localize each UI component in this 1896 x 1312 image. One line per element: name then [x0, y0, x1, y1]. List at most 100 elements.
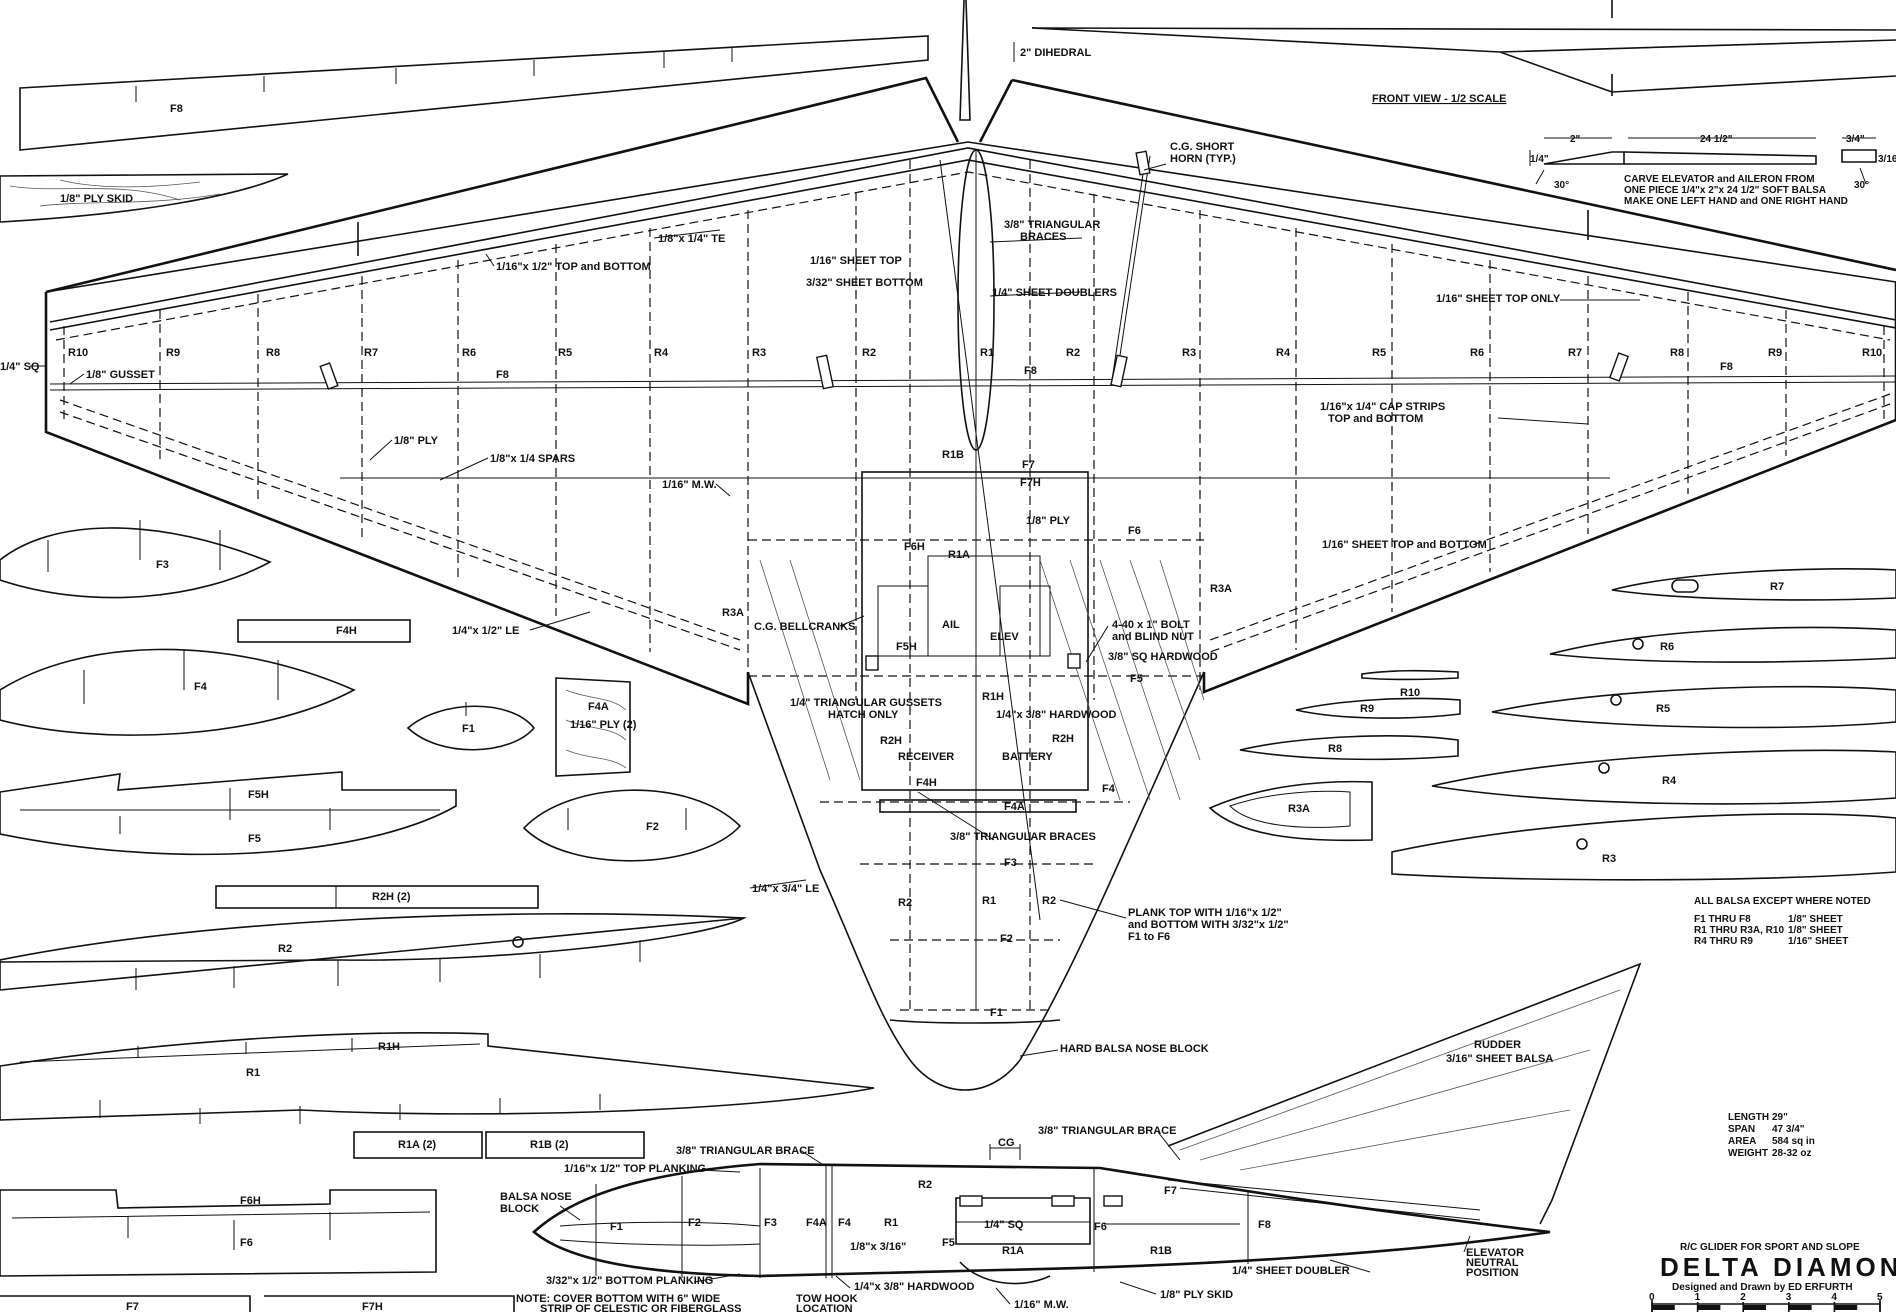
dim-34: 3/4": [1846, 134, 1865, 145]
label-r1: R1: [982, 895, 996, 907]
specs: LENGTH 29" SPAN 47 3/4" AREA 584 sq in W…: [1728, 1112, 1815, 1159]
side-f4: F4: [838, 1217, 852, 1229]
side-note-1: NOTE: COVER BOTTOM WITH 6" WIDE: [516, 1293, 720, 1305]
part-f7: F7: [126, 1301, 139, 1312]
rib-label-r1: R1: [980, 347, 994, 359]
side-r2: R2: [918, 1179, 932, 1191]
cg-bellcranks-label: C.G. BELLCRANKS: [754, 621, 855, 633]
side-top-planking: 1/16"x 1/2" TOP PLANKING: [564, 1163, 706, 1175]
scale-tick-label: 3: [1786, 1292, 1792, 1303]
part-r8: R8: [1328, 743, 1342, 755]
side-f4a: F4A: [806, 1217, 827, 1229]
part-r1b2: R1B (2): [530, 1139, 569, 1151]
side-f7: F7: [1164, 1185, 1177, 1197]
label-r1h: R1H: [982, 691, 1004, 703]
side-elev-neutral-2: NEUTRAL: [1466, 1257, 1519, 1269]
label-r2-right: R2: [1042, 895, 1056, 907]
rudder-label-1: RUDDER: [1474, 1039, 1521, 1051]
side-tow-hook-1: TOW HOOK: [796, 1293, 858, 1305]
gusset-label: 1/8" GUSSET: [86, 369, 155, 381]
scale-tick-label: 4: [1831, 1292, 1837, 1303]
hardwood-label: 1/4"x 3/8" HARDWOOD: [996, 709, 1117, 721]
spec-value-0: 29": [1772, 1112, 1788, 1123]
cap-strips-2: TOP and BOTTOM: [1328, 413, 1423, 425]
dim-2: 2": [1570, 134, 1581, 145]
title-designer: Designed and Drawn by ED ERFURTH: [1672, 1282, 1853, 1293]
rib-label-r3: R3: [752, 347, 766, 359]
scale-bar-segment: [1788, 1305, 1812, 1310]
part-r9: R9: [1360, 703, 1374, 715]
label-f8-center: F8: [1024, 365, 1037, 377]
scale-bar-segment: [1652, 1305, 1675, 1310]
part-r4: R4: [1662, 775, 1677, 787]
material-parts-2: R4 THRU R9: [1694, 936, 1753, 947]
part-r5: R5: [1656, 703, 1670, 715]
part-r6: R6: [1660, 641, 1674, 653]
angle-right: 30°: [1854, 180, 1869, 191]
label-r1a: R1A: [948, 549, 970, 561]
side-hardwood: 1/4"x 3/8" HARDWOOD: [854, 1281, 975, 1293]
side-r1: R1: [884, 1217, 898, 1229]
part-r1a2: R1A (2): [398, 1139, 436, 1151]
label-elev: ELEV: [990, 631, 1019, 643]
rib-label-r10-right: R10: [1862, 347, 1882, 359]
scale-bar-segment: [1743, 1305, 1766, 1310]
side-f2: F2: [688, 1217, 701, 1229]
tri-braces-1: 3/8" TRIANGULAR: [1004, 219, 1100, 231]
spec-value-3: 28-32 oz: [1772, 1148, 1811, 1159]
rib-label-r4-right: R4: [1276, 347, 1291, 359]
cg-horn-1: C.G. SHORT: [1170, 141, 1234, 153]
label-f5: F5: [1130, 673, 1143, 685]
tri-gussets-2: HATCH ONLY: [828, 709, 899, 721]
label-f7: F7: [1022, 459, 1035, 471]
side-cg: CG: [998, 1137, 1015, 1149]
rib-label-r8-right: R8: [1670, 347, 1684, 359]
side-f6: F6: [1094, 1221, 1107, 1233]
angle-left: 30°: [1554, 180, 1569, 191]
elevator-note-1: CARVE ELEVATOR and AILERON FROM: [1624, 174, 1815, 185]
cap-top-bottom-label: 1/16"x 1/2" TOP and BOTTOM: [496, 261, 651, 273]
tri-braces-2: BRACES: [1020, 231, 1066, 243]
part-r1h: R1H: [378, 1041, 400, 1053]
sheet-bottom-label: 3/32" SHEET BOTTOM: [806, 277, 923, 289]
label-battery: BATTERY: [1002, 751, 1053, 763]
elevator-note-3: MAKE ONE LEFT HAND and ONE RIGHT HAND: [1624, 196, 1848, 207]
part-r10: R10: [1400, 687, 1420, 699]
spec-label-2: AREA: [1728, 1136, 1756, 1147]
dim-316: 3/16: [1878, 154, 1896, 165]
front-view: FRONT VIEW - 1/2 SCALE: [1031, 0, 1896, 105]
sq-hardwood-label: 3/8" SQ HARDWOOD: [1108, 651, 1218, 663]
plank-label-2: and BOTTOM WITH 3/32"x 1/2": [1128, 919, 1289, 931]
plank-label-1: PLANK TOP WITH 1/16"x 1/2": [1128, 907, 1282, 919]
te-label: 1/8"x 1/4" TE: [658, 233, 725, 245]
side-sq: 1/4" SQ: [984, 1219, 1024, 1231]
label-r3a-right: R3A: [1210, 583, 1232, 595]
part-r1: R1: [246, 1067, 260, 1079]
le-14x12-label: 1/4"x 1/2" LE: [452, 625, 519, 637]
spec-value-2: 584 sq in: [1772, 1136, 1815, 1147]
material-size-2: 1/16" SHEET: [1788, 936, 1848, 947]
part-f5h: F5H: [248, 789, 269, 801]
rudder-label-2: 3/16" SHEET BALSA: [1446, 1053, 1553, 1065]
side-ply-skid: 1/8" PLY SKID: [1160, 1289, 1233, 1301]
top-view: R10 R9 R8 R7 R6 R5 R4 R3 R2 R1 R2 R3 R4 …: [0, 0, 1896, 1091]
ply-label: 1/8" PLY: [394, 435, 439, 447]
label-f8-left: F8: [496, 369, 509, 381]
front-view-label: FRONT VIEW - 1/2 SCALE: [1372, 93, 1506, 105]
parts-left: F8 1/8" PLY SKID F3 F4H F4 F1 F4A 1/16" …: [0, 35, 929, 1312]
spars-label: 1/8"x 1/4 SPARS: [490, 453, 575, 465]
side-bottom-planking: 3/32"x 1/2" BOTTOM PLANKING: [546, 1275, 713, 1287]
dihedral-label: 2" DIHEDRAL: [1020, 47, 1092, 59]
le-14x34-label: 1/4"x 3/4" LE: [752, 883, 819, 895]
part-f6h: F6H: [240, 1195, 261, 1207]
label-f3: F3: [1004, 857, 1017, 869]
label-f8-right: F8: [1720, 361, 1733, 373]
side-f3: F3: [764, 1217, 777, 1229]
rib-label-r7-right: R7: [1568, 347, 1582, 359]
part-r2: R2: [278, 943, 292, 955]
rib-label-r7: R7: [364, 347, 378, 359]
part-r3a: R3A: [1288, 803, 1310, 815]
label-r1b: R1B: [942, 449, 964, 461]
